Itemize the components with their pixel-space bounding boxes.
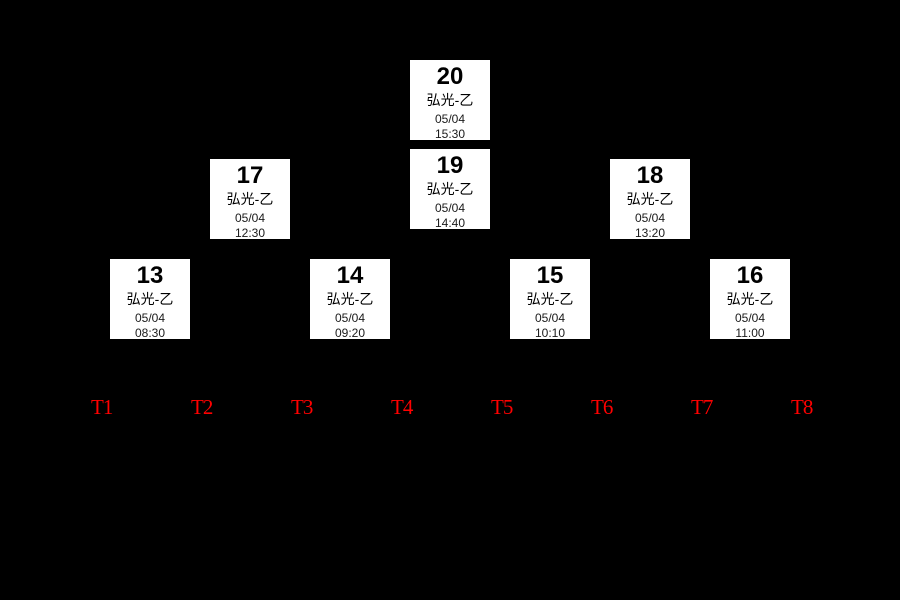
match-date: 05/04 [134,311,166,325]
match-time: 08:30 [134,326,166,340]
court-label-t8: T8 [791,395,813,419]
match-number: 17 [236,162,264,189]
match-number: 13 [136,262,164,289]
match-number: 18 [636,162,664,189]
match-team: 弘光-乙 [226,191,274,207]
match-team: 弘光-乙 [726,291,774,307]
court-label-t2: T2 [191,395,213,419]
match-number: 16 [736,262,764,289]
court-label-t7: T7 [691,395,713,419]
match-date: 05/04 [634,211,666,225]
match-card-13[interactable]: 13 弘光-乙 05/04 08:30 [110,259,190,340]
match-number: 20 [436,63,464,90]
match-date: 05/04 [434,201,466,215]
court-label-t6: T6 [591,395,613,419]
match-time: 12:30 [234,226,266,240]
match-team: 弘光-乙 [126,291,174,307]
match-date: 05/04 [334,311,366,325]
match-time: 09:20 [334,326,366,340]
match-date: 05/04 [434,112,466,126]
match-time: 10:10 [534,326,566,340]
match-time: 15:30 [434,127,466,141]
match-team: 弘光-乙 [526,291,574,307]
match-date: 05/04 [234,211,266,225]
match-card-18[interactable]: 18 弘光-乙 05/04 13:20 [610,159,690,240]
match-card-19[interactable]: 19 弘光-乙 05/04 14:40 [410,149,490,230]
match-date: 05/04 [734,311,766,325]
match-number: 14 [336,262,364,289]
match-number: 15 [536,262,564,289]
match-time: 14:40 [434,216,466,230]
match-card-16[interactable]: 16 弘光-乙 05/04 11:00 [710,259,790,340]
match-team: 弘光-乙 [426,92,474,108]
match-date: 05/04 [534,311,566,325]
match-team: 弘光-乙 [326,291,374,307]
match-number: 19 [436,152,464,179]
match-time: 13:20 [634,226,666,240]
match-card-20[interactable]: 20 弘光-乙 05/04 15:30 [410,60,490,141]
court-label-t1: T1 [91,395,113,419]
match-card-14[interactable]: 14 弘光-乙 05/04 09:20 [310,259,390,340]
match-team: 弘光-乙 [626,191,674,207]
match-team: 弘光-乙 [426,181,474,197]
match-card-17[interactable]: 17 弘光-乙 05/04 12:30 [210,159,290,240]
match-card-15[interactable]: 15 弘光-乙 05/04 10:10 [510,259,590,340]
match-time: 11:00 [735,326,765,340]
court-label-t4: T4 [391,395,413,419]
court-label-t3: T3 [291,395,313,419]
court-label-t5: T5 [491,395,513,419]
